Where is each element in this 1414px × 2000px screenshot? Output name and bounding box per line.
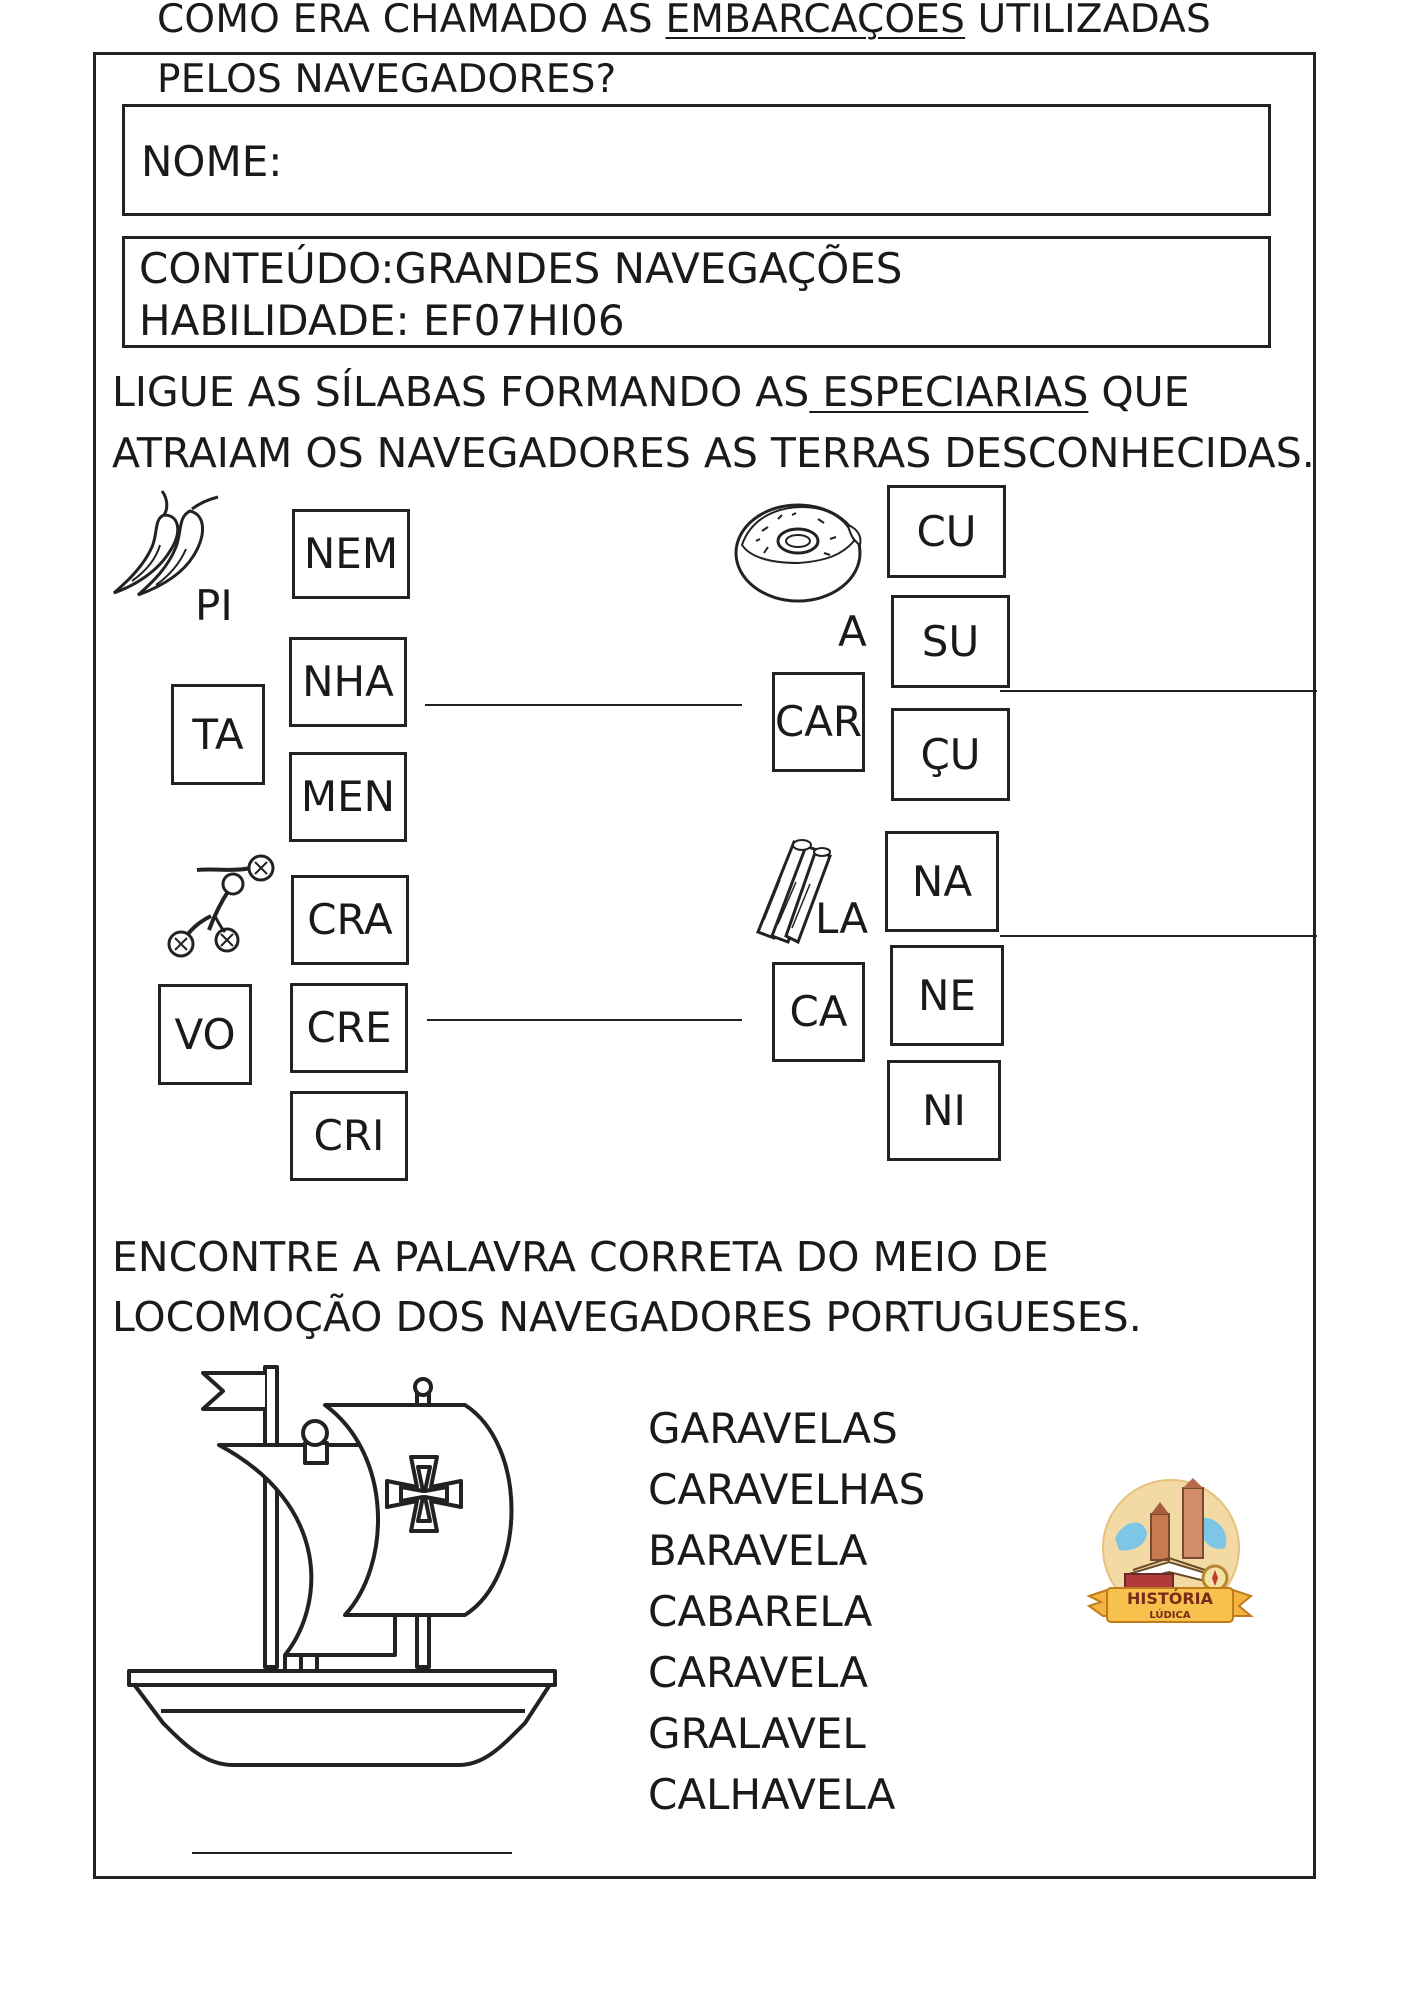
worksheet-title-line2: PELOS NAVEGADORES? xyxy=(157,57,617,102)
title-text-end: UTILIZADAS xyxy=(965,0,1211,42)
instruction-text: LIGUE AS SÍLABAS FORMANDO AS xyxy=(112,368,810,416)
pimenta-option-nha[interactable]: NHA xyxy=(289,637,407,727)
exercise1-instruction-line2: ATRAIAM OS NAVEGADORES AS TERRAS DESCONH… xyxy=(112,429,1315,477)
acucar-label-a: A xyxy=(838,607,867,656)
title-text: COMO ERA CHAMADO AS xyxy=(157,0,666,42)
pimenta-option-men[interactable]: MEN xyxy=(289,752,407,842)
logo-text-historia: HISTÓRIA xyxy=(1127,1589,1214,1608)
title-underlined-word: EMBARCAÇÕES xyxy=(665,0,966,42)
word-option-cabarela[interactable]: CABARELA xyxy=(648,1587,873,1636)
acucar-start-car[interactable]: CAR xyxy=(772,672,865,772)
acucar-option-su[interactable]: SU xyxy=(891,595,1010,688)
cravo-start-vo[interactable]: VO xyxy=(158,984,252,1085)
canela-answer-line[interactable] xyxy=(1000,935,1317,937)
pimenta-start-ta[interactable]: TA xyxy=(171,684,265,785)
word-option-baravela[interactable]: BARAVELA xyxy=(648,1526,868,1575)
content-box xyxy=(122,236,1271,348)
content-line: CONTEÚDO:GRANDES NAVEGAÇÕES xyxy=(139,244,903,293)
name-label: NOME: xyxy=(141,137,283,186)
acucar-option-cu-cedilla[interactable]: ÇU xyxy=(891,708,1010,801)
canela-option-ni[interactable]: NI xyxy=(887,1060,1001,1161)
name-box[interactable] xyxy=(122,104,1271,216)
instruction-text-end: QUE xyxy=(1088,368,1190,416)
worksheet-title-line1: COMO ERA CHAMADO AS EMBARCAÇÕES UTILIZAD… xyxy=(157,0,1211,39)
acucar-answer-line[interactable] xyxy=(1000,690,1317,692)
exercise1-instruction-line1: LIGUE AS SÍLABAS FORMANDO AS ESPECIARIAS… xyxy=(112,372,1190,413)
pepper-icon xyxy=(113,490,219,597)
word-option-gralavel[interactable]: GRALAVEL xyxy=(648,1709,866,1758)
canela-option-na[interactable]: NA xyxy=(885,831,999,932)
pimenta-answer-line[interactable] xyxy=(425,704,742,706)
exercise2-instruction-line1: ENCONTRE A PALAVRA CORRETA DO MEIO DE xyxy=(112,1233,1049,1281)
word-option-calhavela[interactable]: CALHAVELA xyxy=(648,1770,896,1819)
cinnamon-icon xyxy=(756,839,832,945)
instruction-underlined-word: ESPECIARIAS xyxy=(809,368,1089,416)
donut-icon xyxy=(734,503,862,603)
canela-label-la: LA xyxy=(815,894,869,943)
cravo-option-cri[interactable]: CRI xyxy=(290,1091,408,1181)
canela-option-ne[interactable]: NE xyxy=(890,945,1004,1046)
logo-text-ludica: LÚDICA xyxy=(1149,1608,1190,1621)
cravo-answer-line[interactable] xyxy=(427,1019,742,1021)
worksheet-frame xyxy=(93,52,1316,1879)
exercise2-instruction-line2: LOCOMOÇÃO DOS NAVEGADORES PORTUGUESES. xyxy=(112,1293,1142,1341)
acucar-option-cu[interactable]: CU xyxy=(887,485,1006,578)
skill-line: HABILIDADE: EF07HI06 xyxy=(139,296,625,345)
historia-ludica-logo: HISTÓRIA LÚDICA xyxy=(1086,1478,1254,1623)
word-option-caravelhas[interactable]: CARAVELHAS xyxy=(648,1465,926,1514)
cravo-option-cre[interactable]: CRE xyxy=(290,983,408,1073)
pimenta-option-nem[interactable]: NEM xyxy=(292,509,410,599)
word-option-caravela[interactable]: CARAVELA xyxy=(648,1648,868,1697)
word-option-garavelas[interactable]: GARAVELAS xyxy=(648,1404,898,1453)
clove-icon xyxy=(167,854,275,958)
caravel-ship-icon xyxy=(127,1365,557,1767)
cravo-option-cra[interactable]: CRA xyxy=(291,875,409,965)
canela-start-ca[interactable]: CA xyxy=(772,962,865,1062)
pimenta-label-pi: PI xyxy=(195,581,233,630)
ship-answer-line[interactable] xyxy=(192,1852,512,1854)
